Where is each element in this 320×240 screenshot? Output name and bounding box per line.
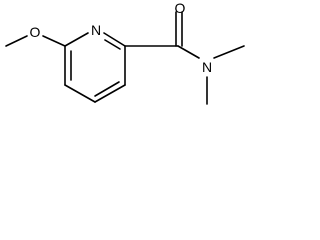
atom-amide-nitrogen: N <box>202 59 212 75</box>
bond-c3-c4 <box>94 84 126 103</box>
bond-n1-c2 <box>103 32 126 47</box>
bond-methyl-oxygen <box>5 35 28 47</box>
atom-methoxy-oxygen: O <box>30 24 41 40</box>
bond-nitrogen-methyl-right <box>213 45 245 59</box>
bond-n1-c2-double <box>104 39 121 50</box>
atom-carbonyl-oxygen: O <box>175 0 186 16</box>
atom-ring-nitrogen: N <box>91 22 101 38</box>
bond-carbonyl-nitrogen <box>177 45 200 59</box>
bond-c6-n1 <box>64 32 89 47</box>
molecule-structure: O N O N <box>5 0 245 105</box>
bond-c3-c4-double <box>94 81 120 97</box>
bond-c4-c5 <box>64 84 96 103</box>
bond-oxygen-ring <box>42 35 66 47</box>
molecule-canvas: O N O N <box>0 0 250 134</box>
